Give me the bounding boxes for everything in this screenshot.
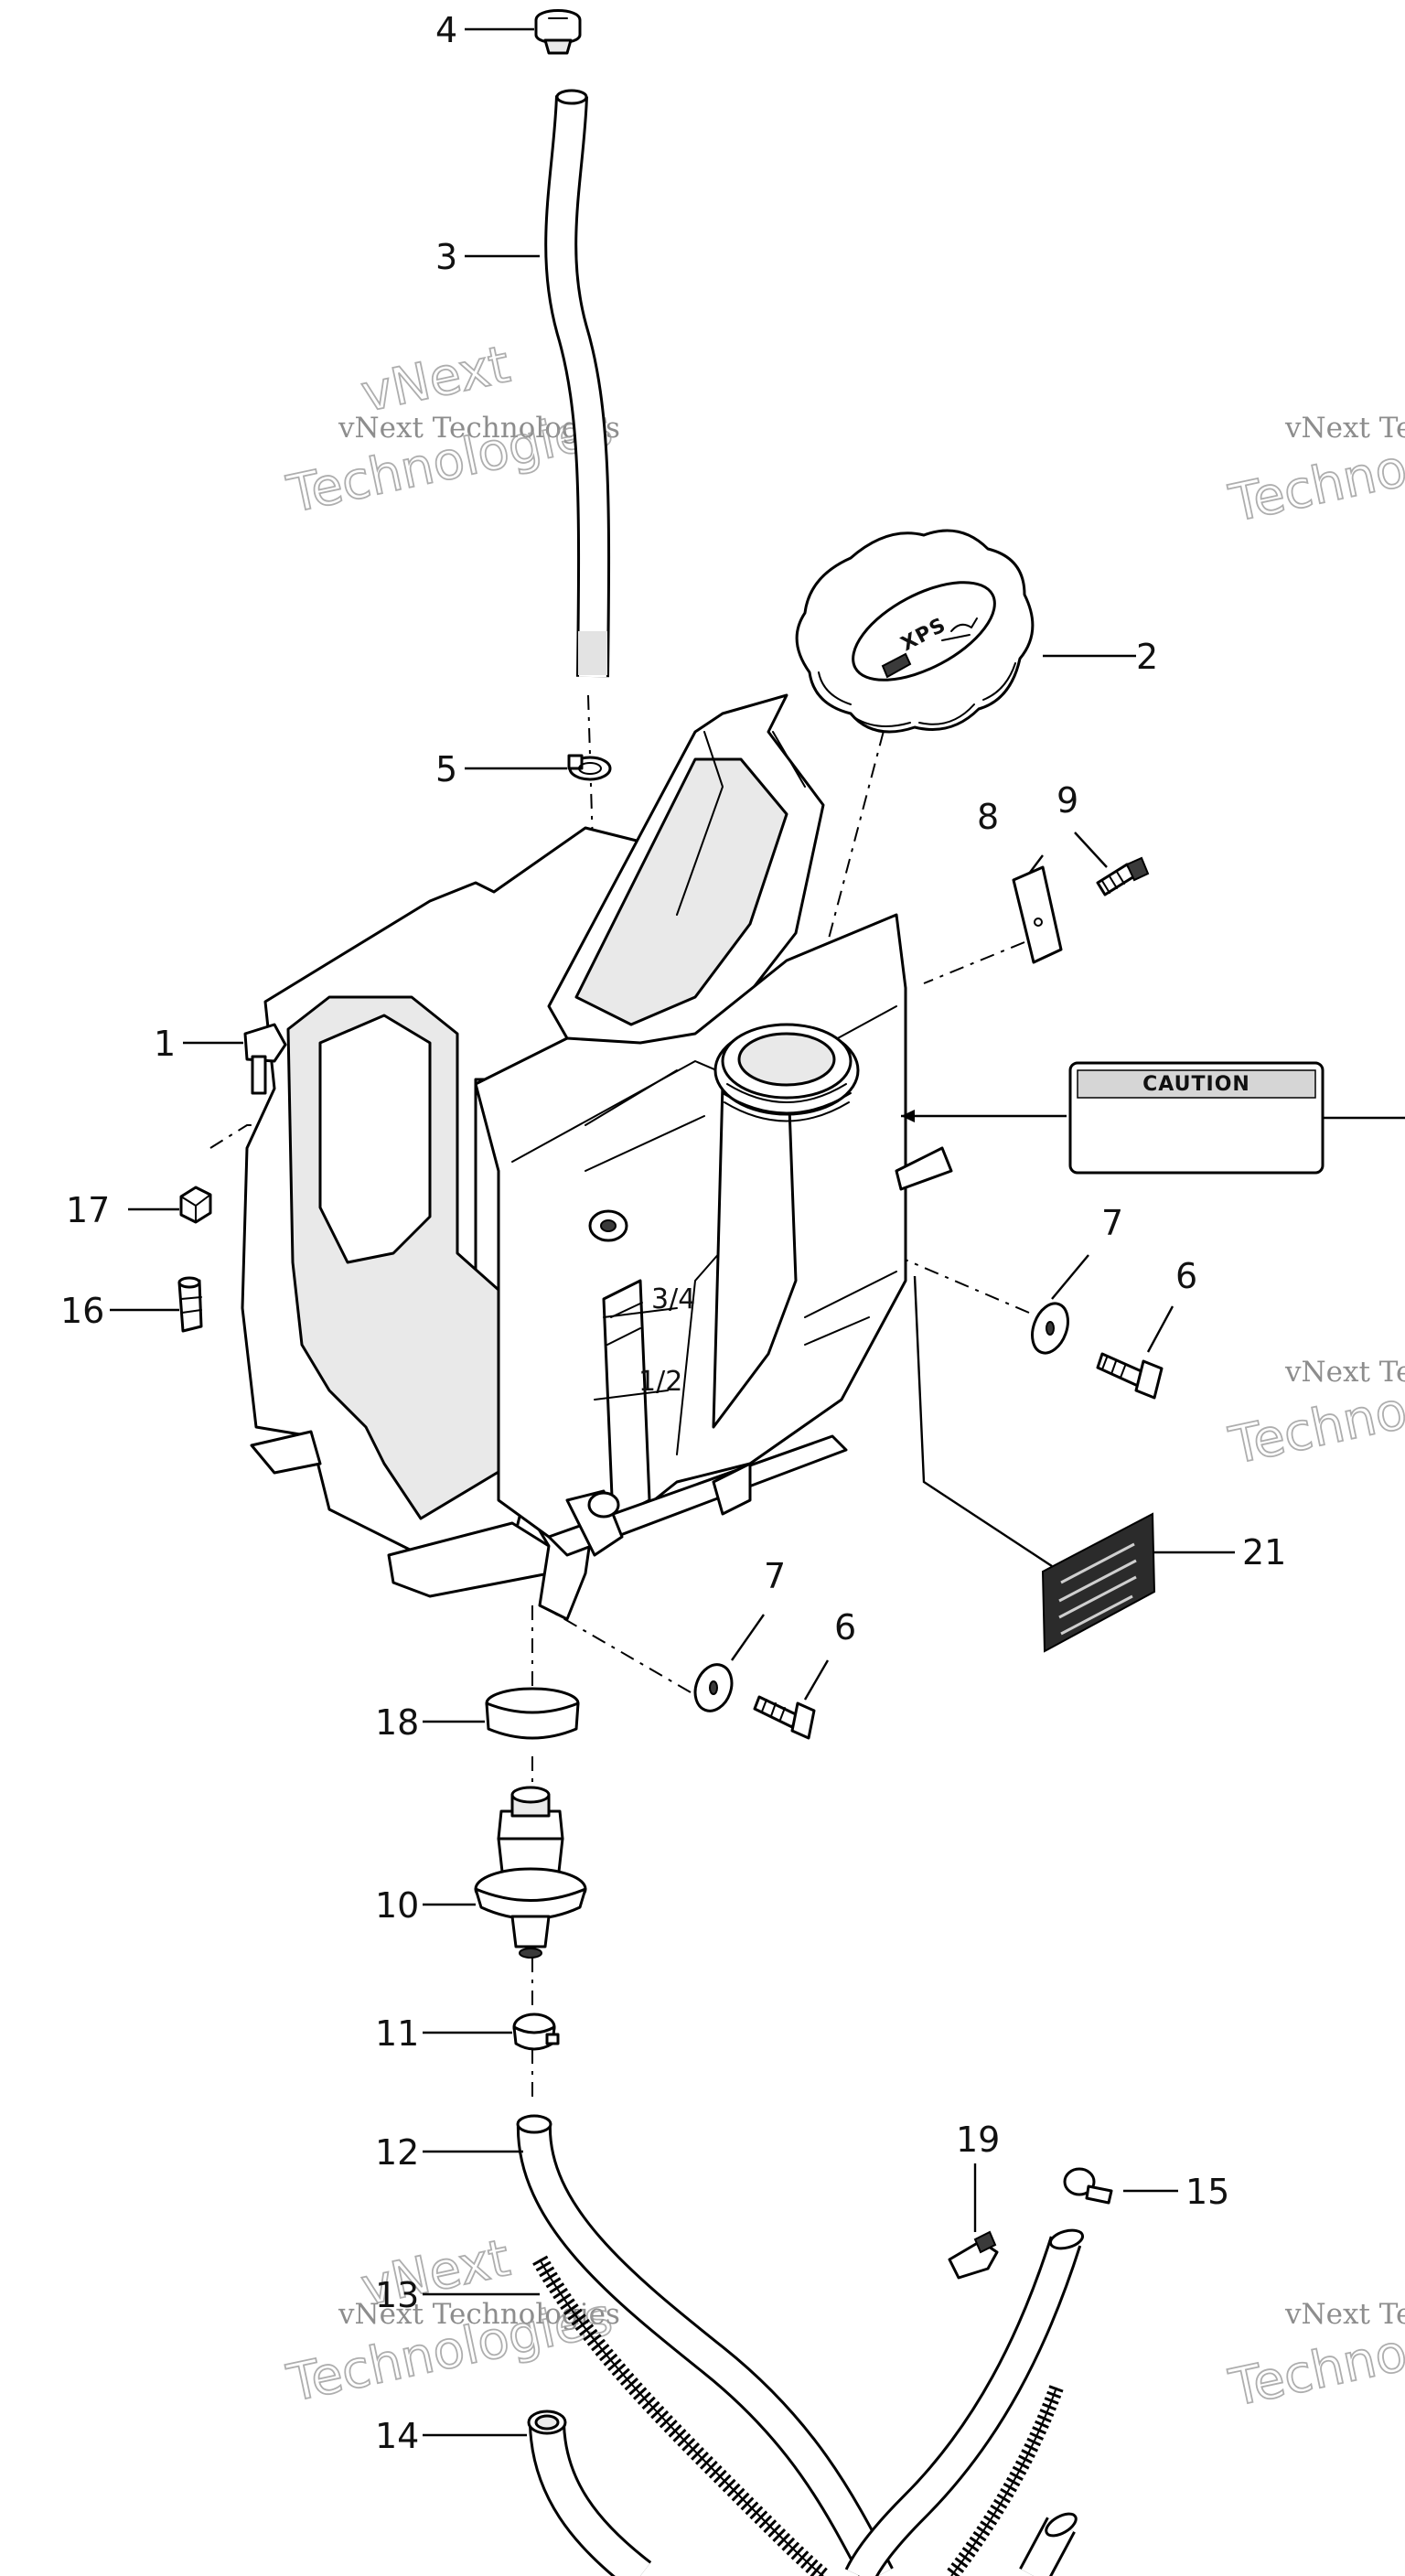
part-21-warning-label xyxy=(1041,1512,1156,1653)
callout-8: 8 xyxy=(977,797,999,837)
part-13-spring xyxy=(532,2255,829,2576)
callout-3: 3 xyxy=(435,237,457,277)
part-6-bolt-lower xyxy=(753,1695,816,1740)
callout-16: 16 xyxy=(60,1291,104,1331)
part-10-valve xyxy=(474,1786,587,1959)
part-hose-stub xyxy=(1019,2512,1078,2576)
part-8-plate xyxy=(1012,865,1063,964)
callout-4: 4 xyxy=(435,10,457,50)
callout-15: 15 xyxy=(1185,2172,1229,2212)
leader-lines xyxy=(110,27,1405,2437)
part-3-vent-hose xyxy=(544,89,611,678)
callout-labels: 4 3 2 5 1 8 9 7 6 21 7 6 17 16 18 10 11 … xyxy=(60,10,1286,2456)
callout-7-upper: 7 xyxy=(1101,1203,1123,1243)
part-right-hose xyxy=(844,2228,1085,2576)
part-17-nut xyxy=(179,1186,212,1224)
caution-label: CAUTION xyxy=(1068,1061,1325,1175)
part-7-washer-lower xyxy=(693,1663,734,1712)
part-1-oil-tank: 3/4 1/2 xyxy=(241,693,953,1621)
callout-12: 12 xyxy=(375,2132,419,2173)
callout-19: 19 xyxy=(956,2120,1000,2160)
callout-6-upper: 6 xyxy=(1175,1256,1197,1296)
part-5-clamp xyxy=(567,754,612,781)
part-6-bolt-upper xyxy=(1096,1352,1164,1400)
callout-2: 2 xyxy=(1136,637,1158,677)
callout-6-lower: 6 xyxy=(834,1607,856,1648)
callout-11: 11 xyxy=(375,2013,419,2054)
part-4-grommet xyxy=(534,9,582,55)
part-11-clamp xyxy=(512,2012,560,2051)
callout-5: 5 xyxy=(435,749,457,789)
callout-18: 18 xyxy=(375,1702,419,1743)
part-right-spring xyxy=(945,2385,1064,2576)
part-16-fitting xyxy=(177,1276,203,1333)
part-15-clamp xyxy=(1063,2167,1113,2205)
part-12-hose xyxy=(516,2114,894,2576)
watermark-text: vNext Technologies xyxy=(1284,412,1405,445)
callout-21: 21 xyxy=(1242,1532,1286,1572)
part-9-screw xyxy=(1096,856,1150,896)
callout-14: 14 xyxy=(375,2416,419,2456)
watermark-text: vNext Technologies xyxy=(1284,2298,1405,2331)
watermark-text: vNext Technologies xyxy=(1284,1356,1405,1389)
part-18-band xyxy=(485,1687,580,1740)
callout-1: 1 xyxy=(154,1024,176,1064)
callout-9: 9 xyxy=(1056,780,1078,821)
caution-text: CAUTION xyxy=(1142,1073,1250,1096)
part-2-oil-cap: XPS xyxy=(795,529,1035,734)
part-14-hose xyxy=(527,2410,652,2576)
callout-7-lower: 7 xyxy=(764,1556,786,1596)
callout-13: 13 xyxy=(375,2275,419,2315)
part-7-washer-upper xyxy=(1031,1302,1069,1355)
callout-10: 10 xyxy=(375,1885,419,1926)
part-19-clip xyxy=(948,2230,999,2280)
callout-17: 17 xyxy=(66,1190,110,1230)
